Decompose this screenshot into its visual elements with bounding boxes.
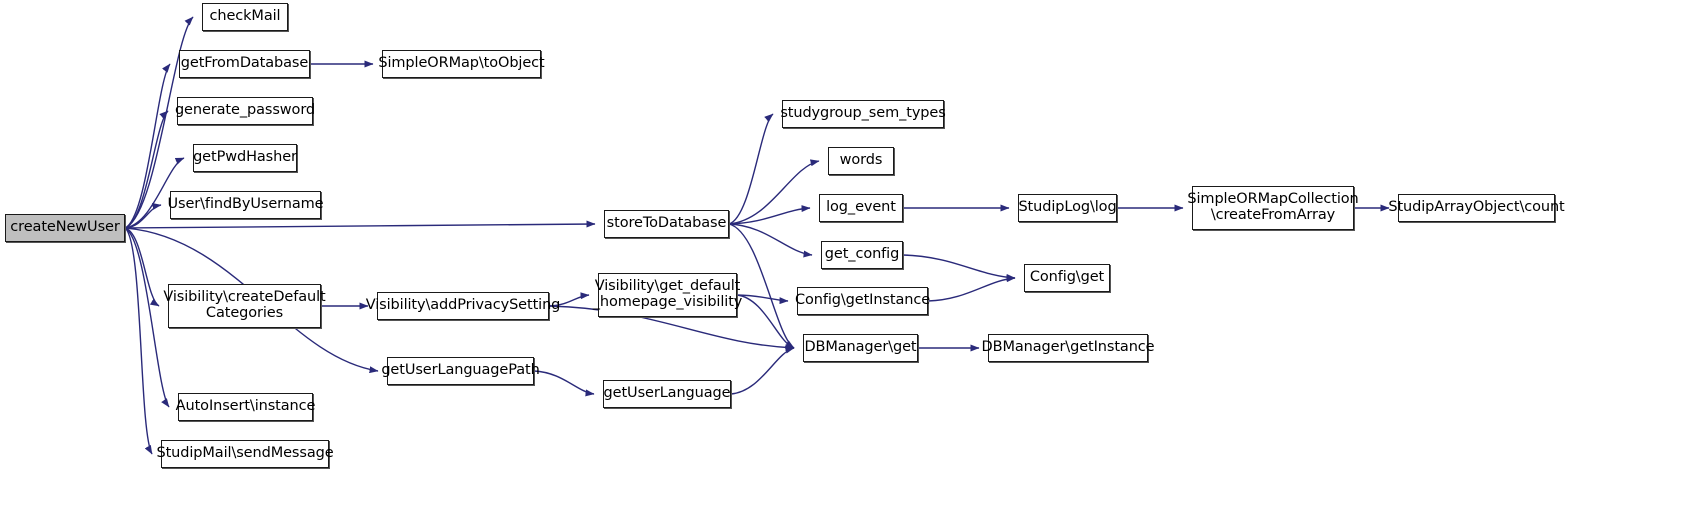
- graph-node-findByUsername[interactable]: User\findByUsername: [167, 191, 324, 219]
- graph-node-label: Config\getInstance: [794, 292, 931, 309]
- graph-node-getUserLangPath[interactable]: getUserLanguagePath: [381, 357, 540, 385]
- graph-edge-get_config-to-config_get: [902, 254, 1016, 281]
- graph-node-arraycount[interactable]: StudipArrayObject\count: [1388, 194, 1565, 222]
- graph-node-createFromArray[interactable]: SimpleORMapCollection \createFromArray: [1187, 186, 1359, 230]
- graph-node-sendMessage[interactable]: StudipMail\sendMessage: [156, 440, 334, 468]
- graph-node-label: User\findByUsername: [167, 196, 324, 213]
- graph-edge-createNewUser-to-findByUsername: [124, 203, 162, 229]
- graph-node-label: StudipLog\log: [1018, 199, 1117, 216]
- graph-node-label: getUserLanguagePath: [381, 362, 540, 379]
- graph-node-label: studygroup_sem_types: [780, 105, 946, 122]
- graph-node-label: DBManager\get: [804, 339, 917, 356]
- graph-node-label: Visibility\createDefault Categories: [163, 289, 326, 321]
- graph-node-label: createNewUser: [10, 219, 120, 236]
- graph-node-label: get_config: [824, 246, 900, 263]
- graph-edge-getUserLanguage-to-dbmanager_get: [730, 346, 795, 395]
- edge-paths: [124, 16, 1390, 455]
- graph-node-studygroup[interactable]: studygroup_sem_types: [780, 100, 946, 128]
- graph-edge-storeToDatabase-to-studygroup: [728, 113, 774, 225]
- graph-node-label: words: [839, 152, 883, 169]
- graph-node-config_get[interactable]: Config\get: [1024, 264, 1110, 292]
- graph-node-createDefaultCat[interactable]: Visibility\createDefault Categories: [163, 284, 326, 328]
- graph-node-get_default_vis[interactable]: Visibility\get_default _homepage_visibil…: [593, 273, 742, 317]
- graph-node-toObject[interactable]: SimpleORMap\toObject: [378, 50, 545, 78]
- graph-node-label: StudipArrayObject\count: [1388, 199, 1565, 216]
- graph-edge-createNewUser-to-generate_password: [124, 110, 169, 229]
- graph-node-getUserLanguage[interactable]: getUserLanguage: [603, 380, 731, 408]
- graph-node-createNewUser[interactable]: createNewUser: [5, 214, 125, 242]
- graph-edge-get_default_vis-to-dbmanager_get: [736, 294, 795, 349]
- graph-node-dbmanager_get[interactable]: DBManager\get: [803, 334, 918, 362]
- graph-node-label: getFromDatabase: [180, 55, 309, 72]
- graph-node-checkMail[interactable]: checkMail: [202, 3, 288, 31]
- graph-node-label: DBManager\getInstance: [981, 339, 1155, 356]
- graph-edge-createNewUser-to-getFromDatabase: [124, 63, 171, 229]
- graph-node-label: checkMail: [209, 8, 281, 25]
- graph-node-label: log_event: [826, 199, 896, 216]
- graph-node-generate_password[interactable]: generate_password: [174, 97, 316, 125]
- graph-node-log_event[interactable]: log_event: [819, 194, 903, 222]
- graph-node-words[interactable]: words: [828, 147, 894, 175]
- graph-edge-createNewUser-to-sendMessage: [124, 227, 153, 455]
- graph-node-getFromDatabase[interactable]: getFromDatabase: [179, 50, 310, 78]
- graph-node-studiplog[interactable]: StudipLog\log: [1018, 194, 1117, 222]
- graph-edge-storeToDatabase-to-get_config: [728, 223, 813, 258]
- graph-node-get_config[interactable]: get_config: [821, 241, 903, 269]
- graph-node-storeToDatabase[interactable]: storeToDatabase: [604, 210, 729, 238]
- graph-node-dbmanager_inst[interactable]: DBManager\getInstance: [982, 334, 1155, 362]
- graph-edge-config_inst-to-config_get: [927, 275, 1016, 302]
- graph-node-getPwdHasher[interactable]: getPwdHasher: [193, 144, 297, 172]
- graph-node-label: StudipMail\sendMessage: [156, 445, 334, 462]
- graph-node-label: Visibility\addPrivacySetting: [365, 297, 561, 314]
- graph-node-label: generate_password: [174, 102, 316, 119]
- graph-node-config_inst[interactable]: Config\getInstance: [794, 287, 931, 315]
- graph-node-addPrivacy[interactable]: Visibility\addPrivacySetting: [366, 292, 560, 320]
- graph-node-label: getUserLanguage: [603, 385, 731, 402]
- graph-node-label: SimpleORMapCollection \createFromArray: [1187, 191, 1359, 223]
- graph-edge-createNewUser-to-storeToDatabase: [124, 220, 596, 229]
- graph-edge-storeToDatabase-to-log_event: [728, 205, 811, 225]
- graph-node-label: storeToDatabase: [606, 215, 727, 232]
- graph-node-label: Config\get: [1029, 269, 1105, 286]
- graph-node-label: Visibility\get_default _homepage_visibil…: [592, 278, 743, 310]
- graph-edge-getUserLangPath-to-getUserLanguage: [533, 370, 595, 397]
- graph-edge-get_default_vis-to-config_inst: [736, 294, 789, 305]
- graph-node-label: SimpleORMap\toObject: [378, 55, 545, 72]
- graph-node-autoinsert[interactable]: AutoInsert\instance: [175, 393, 316, 421]
- graph-node-label: AutoInsert\instance: [175, 398, 316, 415]
- graph-node-label: getPwdHasher: [193, 149, 297, 166]
- graph-edge-createNewUser-to-createDefaultCat: [124, 227, 160, 307]
- graph-edge-storeToDatabase-to-words: [728, 159, 820, 225]
